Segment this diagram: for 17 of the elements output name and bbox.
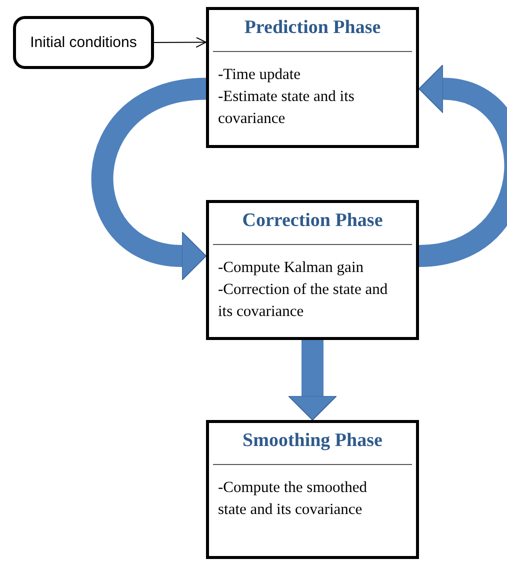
- bullet-text: -Time update: [218, 64, 302, 84]
- box-label: Initial conditions: [29, 33, 138, 53]
- rounded-box: [13, 16, 154, 69]
- arrow: [154, 36, 206, 48]
- phase-title: Prediction Phase: [213, 10, 412, 52]
- block-arrow: [418, 64, 507, 267]
- bullet-text: -Correction of the state and its covariance: [218, 280, 389, 322]
- bullet-text: -Compute the smoothed state and its covariance: [218, 478, 368, 520]
- phase-title: Correction Phase: [213, 203, 412, 244]
- block-arrow: [92, 78, 208, 280]
- block-arrow: [288, 340, 337, 420]
- phase-box: [206, 200, 419, 340]
- phase-title: Smoothing Phase: [213, 423, 412, 464]
- phase-box: [206, 420, 419, 559]
- bullet-text: -Estimate state and its covariance: [218, 86, 356, 128]
- bullet-text: -Compute Kalman gain: [218, 258, 364, 278]
- phase-box: [206, 7, 419, 148]
